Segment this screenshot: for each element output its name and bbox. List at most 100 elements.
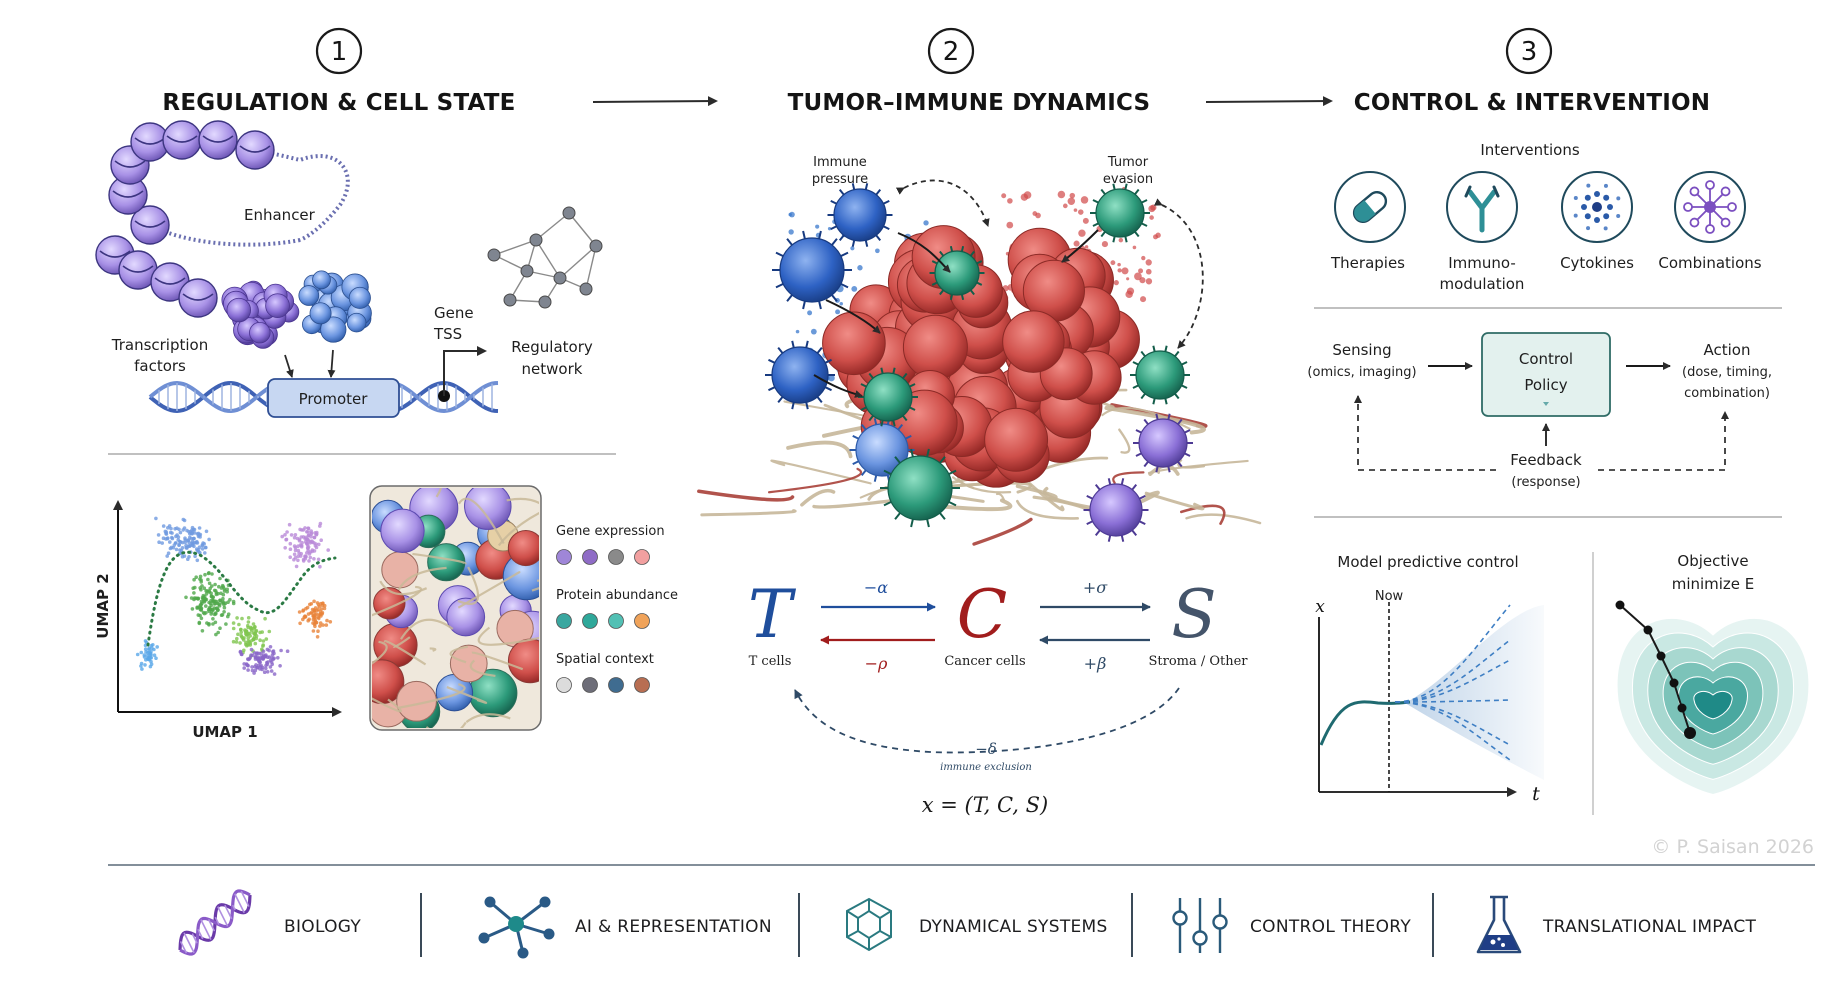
umap-cell-point [181,528,185,532]
tissue-fiber [469,659,496,678]
umap-y-label: UMAP 2 [94,573,112,638]
nucleosome-bead [162,120,202,160]
umap-cell-point [225,589,229,594]
umap-cell-point [293,533,298,537]
umap-cell-point [219,591,223,596]
umap-cell-point [308,555,313,560]
section-1-title: REGULATION & CELL STATE [162,90,515,116]
umap-cell-point [208,586,212,591]
plus-beta-label: +β [1084,654,1107,673]
umap-cell-point [316,629,320,633]
umap-cell-point [231,639,236,644]
umap-cell-point [160,541,164,545]
mpc-title: Model predictive control [1337,553,1518,571]
umap-cell-point [308,602,312,607]
section-2-number: 2 [943,37,960,67]
signal-particle [1126,277,1130,281]
umap-cell-point [239,627,243,632]
combo-node [1720,186,1731,197]
umap-cell-point [197,545,202,549]
footer-translational-label: TRANSLATIONAL IMPACT [1542,917,1757,937]
policy-box-caret [1543,402,1549,406]
umap-cell-point [296,554,301,558]
footer-dynamical: DYNAMICAL SYSTEMS [846,897,1107,952]
legend-swatch [582,613,598,629]
umap-cell-point [318,564,322,569]
section-3-number-circle [1505,27,1553,75]
umap-cell-point [143,647,148,651]
umap-cell-point [170,535,174,540]
network-node [579,282,593,296]
tissue-fiber [457,497,505,545]
umap-cell-point [288,547,293,551]
umap-cell-point [187,540,191,545]
dna-icon-rung [234,893,245,914]
umap-cell-point [178,530,183,535]
footer-control-label: CONTROL THEORY [1250,917,1411,937]
dna-base-pairs [158,383,493,411]
mpc-t-symbol: t [1532,783,1540,805]
umap-cell-point [285,530,289,534]
umap-cell-point [239,630,243,635]
umap-cell-point [312,599,316,604]
umap-cell-point [252,671,256,675]
umap-cell-point [192,596,197,600]
umap-cell-point [163,529,168,534]
umap-cell-point [238,641,242,645]
tissue-fiber [429,647,437,652]
feedback-label-line1: Feedback [1510,451,1582,469]
combo-node [1727,202,1737,212]
umap-cell-point [292,552,297,557]
umap-cell-point [204,545,208,550]
descent-step [1684,727,1696,739]
signal-particle [1067,197,1076,206]
tissue-cell [449,644,488,683]
tumor-evasion-arrow [1061,229,1099,263]
footer-control: CONTROL THEORY [1172,898,1411,953]
cytokine-dot [1603,183,1608,188]
umap-cell-point [251,622,256,626]
umap-cell-point [254,629,258,634]
umap-cell-point [183,536,187,540]
umap-cell-point [263,616,267,621]
umap-cell-point [296,558,300,563]
umap-cell-point [207,581,212,586]
mpc-x-symbol: x [1315,597,1325,617]
network-edge [568,212,597,247]
umap-cell-point [151,643,155,647]
umap-cell-point [261,639,266,643]
stroma-fiber [786,440,853,459]
umap-cell-point [143,639,148,643]
chromatin-fiber [118,143,350,247]
umap-cell-point [314,608,319,613]
polytope-icon [846,897,892,952]
combinations-network-icon [1683,180,1737,234]
umap-cell-point [193,585,197,590]
signal-particle [923,220,929,226]
combo-node [1683,202,1693,212]
umap-cell-point [164,532,169,536]
tss-arrow [443,346,487,396]
umap-cell-point [176,538,180,542]
cytokine-dot [1586,226,1591,231]
umap-cell-point [246,625,250,630]
umap-cell-points [135,516,333,676]
umap-cell-point [258,657,262,661]
umap-cell-point [143,663,147,667]
umap-cell-point [155,645,159,649]
umap-cell-point [250,668,255,673]
stroma-fiber [700,509,797,517]
umap-cell-point [190,607,195,611]
tissue-fiber [392,636,411,648]
umap-cell-point [188,535,192,540]
umap-cell-point [303,535,308,540]
umap-cell-point [204,592,209,596]
tissue-cell [396,680,437,722]
umap-cell-point [292,535,297,540]
dna-icon-rung [200,919,212,940]
tumor-evasion-label-line2: evasion [1103,172,1153,187]
section-3-number: 3 [1521,37,1538,67]
minus-delta-label: −δ [975,740,997,758]
stroma-fiber [1101,406,1191,430]
umap-cell-point [249,647,254,652]
